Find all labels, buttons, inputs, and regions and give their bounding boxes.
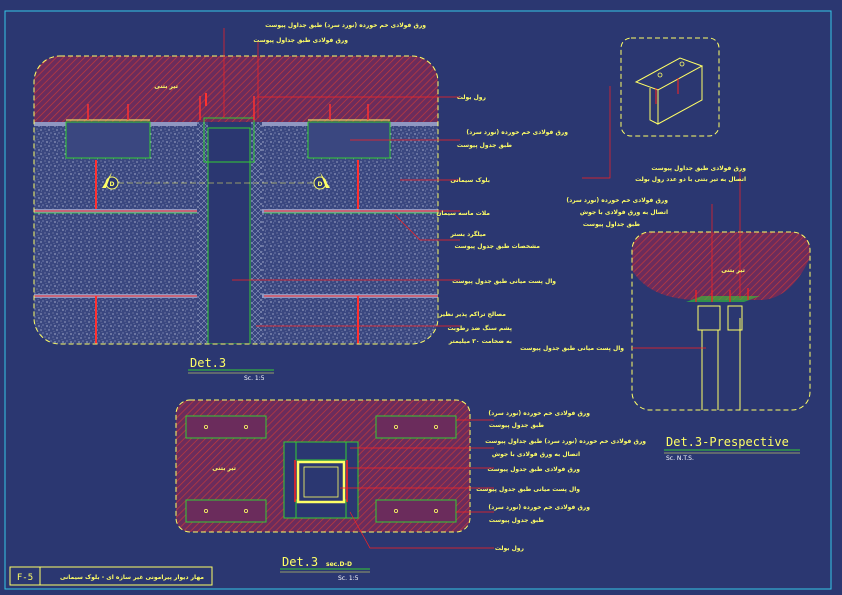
section-label-0: ورق فولادی خم خورده (نورد سرد): [488, 410, 590, 417]
sheet-frame: [4, 10, 832, 590]
sheet-title: مهار دیوار پیرامونی غیر سازه ای - بلوک س…: [60, 573, 204, 581]
section-scale: Sc. 1:5: [338, 575, 359, 582]
persp-label-5: وال پست میانی طبق جدول پیوست: [520, 345, 624, 352]
persp-label-1: اتصال به تیر بتنی با دو عدد رول بولت: [635, 176, 746, 183]
det3-label-10: مصالح تراکم پذیر نظیر: [438, 311, 506, 318]
section-beam-label: تیر بتنی: [212, 465, 236, 472]
det3-label-9: وال پست میانی طبق جدول پیوست: [452, 278, 556, 285]
det3-elevation: D D ورق فولادی خم خورده (نورد سرد) طبق ج…: [33, 22, 568, 382]
section-label-7: طبق جدول پیوست: [489, 517, 544, 524]
det3-label-5: بلوک سیمانی: [450, 176, 490, 184]
det3-label-8: مشخصات طبق جدول پیوست: [454, 243, 540, 250]
det3-label-12: به ضخامت ۳۰ میلیمتر: [448, 338, 512, 345]
det3-label-0: ورق فولادی خم خورده (نورد سرد) طبق جداول…: [265, 22, 426, 29]
det3-label-7: میلگرد بستر: [449, 230, 486, 238]
det3-label-2: رول بولت: [457, 94, 487, 101]
section-label-8: رول بولت: [495, 545, 525, 552]
section-label-6: ورق فولادی خم خورده (نورد سرد): [488, 504, 590, 511]
det3-section-dd: تیر بتنی ورق فولادی خم خورده (نورد سرد) …: [175, 399, 646, 582]
det3-label-3: ورق فولادی خم خورده (نورد سرد): [466, 129, 568, 136]
perspective-scale: Sc. N.T.S.: [666, 455, 694, 462]
section-label-4: ورق فولادی طبق جدول پیوست: [487, 466, 580, 473]
marker-label-right: D: [318, 181, 323, 188]
section-label-2: ورق فولادی خم خورده (نورد سرد) طبق جداول…: [485, 438, 646, 445]
det3-leaders: [223, 28, 460, 327]
det3-scale: Sc. 1:5: [244, 375, 265, 382]
title-block: F-5 مهار دیوار پیرامونی غیر سازه ای - بل…: [9, 566, 213, 586]
persp-label-2: ورق فولادی خم خورده (نورد سرد): [566, 197, 668, 204]
section-label-5: وال پست میانی طبق جدول پیوست: [476, 486, 580, 493]
concrete-beam-hatch: [34, 56, 438, 122]
sheet-code: F-5: [17, 573, 33, 583]
det3-label-11: پشم سنگ ضد رطوبت: [447, 324, 512, 332]
persp-label-0: ورق فولادی طبق جداول پیوست: [651, 165, 746, 172]
det3-beam-label: تیر بتنی: [154, 83, 178, 90]
section-marker-right: D: [313, 172, 330, 190]
det3-label-4: طبق جدول پیوست: [457, 142, 512, 149]
section-label-1: طبق جدول پیوست: [489, 422, 544, 429]
persp-beam-label: تیر بتنی: [721, 267, 745, 274]
det3-label-1: ورق فولادی طبق جداول پیوست: [253, 37, 348, 44]
bracket-iso-view: [582, 37, 720, 179]
det3-title: Det.3: [190, 356, 226, 370]
section-marker-left: D: [102, 172, 119, 190]
section-title: Det.3: [282, 555, 318, 569]
persp-label-4: طبق جداول پیوست: [583, 221, 641, 228]
section-label-3: اتصال به ورق فولادی با جوش: [492, 451, 580, 458]
perspective-title: Det.3-Prespective: [666, 435, 789, 449]
persp-label-3: اتصال به ورق فولادی با جوش: [580, 209, 668, 216]
det3-perspective: تیر بتنی ورق فولادی طبق جداول پیوست اتصا…: [520, 165, 811, 462]
section-subtitle: sec.D-D: [326, 561, 352, 568]
det3-label-6: ملات ماسه سیمان: [436, 210, 490, 217]
marker-label-left: D: [110, 181, 115, 188]
